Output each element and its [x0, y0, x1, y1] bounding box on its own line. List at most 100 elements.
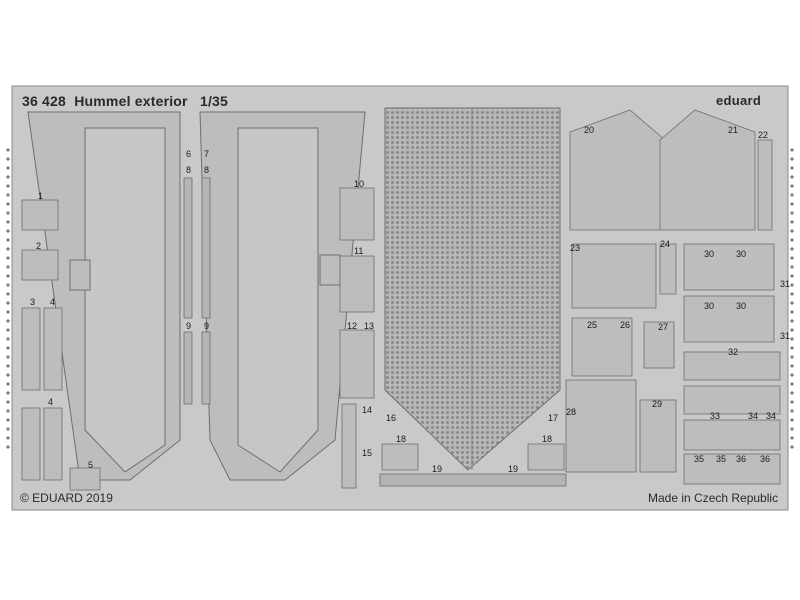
part-number: 18 — [542, 434, 553, 444]
part-number: 31 — [780, 279, 791, 289]
perforation-dot — [6, 373, 10, 377]
perforation-dot — [790, 382, 794, 386]
part-number: 32 — [728, 347, 739, 357]
part-number: 8 — [204, 165, 210, 175]
part-number: 22 — [758, 130, 769, 140]
perforation-dot — [790, 265, 794, 269]
part-number: 9 — [186, 321, 192, 331]
comb-strip-19 — [379, 473, 567, 487]
perforation-dot — [790, 373, 794, 377]
perforation-dot — [6, 427, 10, 431]
perforation-dot — [6, 337, 10, 341]
perforation-dot — [6, 292, 10, 296]
perforation-dot — [790, 202, 794, 206]
part-number: 8 — [186, 165, 192, 175]
fret-perforations — [6, 148, 794, 449]
perforation-dot — [790, 418, 794, 422]
perforation-dot — [790, 364, 794, 368]
perforation-dot — [6, 310, 10, 314]
perforation-dot — [790, 319, 794, 323]
perforation-dot — [790, 238, 794, 242]
perforation-dot — [6, 184, 10, 188]
perforation-dot — [790, 328, 794, 332]
part-number: 24 — [660, 239, 671, 249]
engine-deck-mesh — [384, 107, 561, 471]
perforation-dot — [790, 292, 794, 296]
part-number: 35 — [716, 454, 727, 464]
perforation-dot — [790, 346, 794, 350]
perforation-dot — [6, 274, 10, 278]
perforation-dot — [790, 193, 794, 197]
perforation-dot — [790, 301, 794, 305]
part-number: 6 — [186, 149, 192, 159]
part-number: 10 — [354, 179, 365, 189]
perforation-dot — [790, 175, 794, 179]
perforation-dot — [790, 310, 794, 314]
part-number: 12 — [347, 321, 358, 331]
part-number: 34 — [748, 411, 759, 421]
perforation-dot — [6, 391, 10, 395]
part-number: 16 — [386, 413, 397, 423]
part-number: 26 — [620, 320, 631, 330]
part-number: 15 — [362, 448, 373, 458]
part-number: 4 — [50, 297, 56, 307]
part-number: 20 — [584, 125, 595, 135]
sheet-code: 36 428 — [22, 93, 67, 109]
perforation-dot — [6, 166, 10, 170]
perforation-dot — [6, 400, 10, 404]
part-number: 3 — [30, 297, 36, 307]
part-number: 34 — [766, 411, 777, 421]
perforation-dot — [790, 256, 794, 260]
perforation-dot — [6, 265, 10, 269]
part-number: 7 — [204, 149, 210, 159]
part-number: 23 — [570, 243, 581, 253]
part-number: 30 — [736, 301, 747, 311]
perforation-dot — [790, 409, 794, 413]
part-number: 14 — [362, 405, 373, 415]
perforation-dot — [6, 148, 10, 152]
perforation-dot — [6, 364, 10, 368]
perforation-dot — [6, 283, 10, 287]
perforation-dot — [790, 229, 794, 233]
perforation-dot — [6, 445, 10, 449]
sheet-scale: 1/35 — [199, 93, 229, 109]
part-number: 30 — [704, 301, 715, 311]
part-number: 21 — [728, 125, 739, 135]
small-parts-right — [565, 109, 781, 485]
perforation-dot — [790, 283, 794, 287]
part-number: 18 — [396, 434, 407, 444]
perforation-dot — [6, 328, 10, 332]
perforation-dot — [6, 220, 10, 224]
part-number: 36 — [736, 454, 747, 464]
part-number: 19 — [432, 464, 443, 474]
perforation-dot — [790, 445, 794, 449]
perforation-dot — [6, 256, 10, 260]
part-number: 5 — [88, 460, 94, 470]
side-skirt-left — [27, 111, 181, 481]
perforation-dot — [790, 337, 794, 341]
perforation-dot — [6, 301, 10, 305]
part-number: 30 — [736, 249, 747, 259]
perforation-dot — [6, 247, 10, 251]
part-number: 29 — [652, 399, 663, 409]
perforation-dot — [6, 238, 10, 242]
part-number: 17 — [548, 413, 559, 423]
perforation-dot — [6, 418, 10, 422]
perforation-dot — [6, 202, 10, 206]
perforation-dot — [6, 175, 10, 179]
perforation-dot — [790, 391, 794, 395]
part-number: 1 — [38, 191, 44, 201]
part-number: 31 — [780, 331, 791, 341]
small-parts-middle — [339, 187, 565, 489]
part-number: 4 — [48, 397, 54, 407]
sheet-title: 36 428 Hummel exterior 1/35 — [22, 93, 228, 109]
perforation-dot — [790, 274, 794, 278]
origin-text: Made in Czech Republic — [648, 491, 779, 505]
perforation-dot — [790, 436, 794, 440]
perforation-dot — [6, 157, 10, 161]
part-number: 25 — [587, 320, 598, 330]
part-number: 36 — [760, 454, 771, 464]
part-number: 30 — [704, 249, 715, 259]
perforation-dot — [6, 436, 10, 440]
perforation-dot — [790, 211, 794, 215]
